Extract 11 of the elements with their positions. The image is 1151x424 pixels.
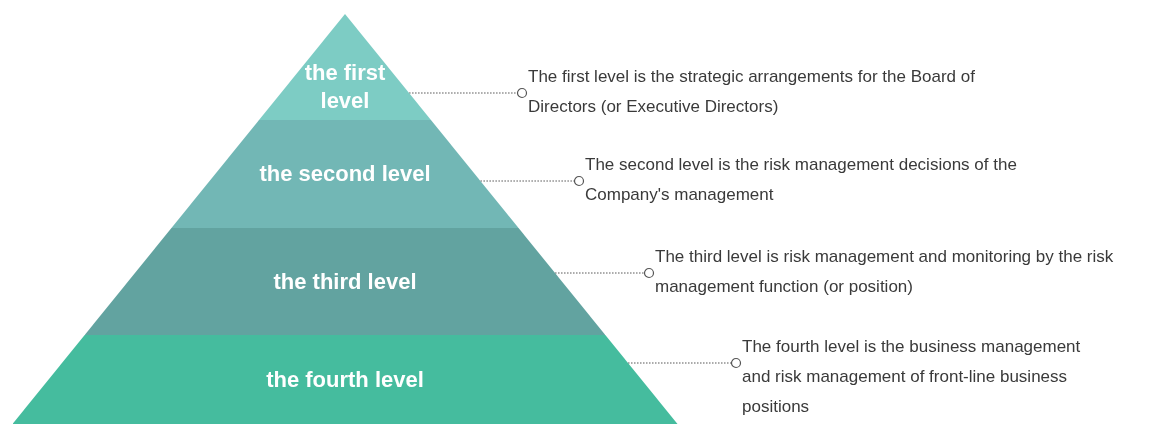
leader-line: [554, 267, 655, 279]
description-text: The third level is risk management and monitoring by the risk management function (or position): [655, 242, 1135, 302]
description-text: The first level is the strategic arrangements for the Board of Directors (or Executive Directors): [528, 62, 1008, 122]
tier-label: the first level: [303, 59, 387, 115]
tier-label: the second level: [259, 160, 431, 188]
leader-line: [408, 87, 528, 99]
description-text: The second level is the risk management decisions of the Company's management: [585, 150, 1065, 210]
description-text: The fourth level is the business management and risk management of front-line business positions: [742, 332, 1102, 422]
leader-line: [627, 357, 742, 369]
tier-label: the third level: [273, 267, 417, 296]
tier-label: the fourth level: [266, 365, 424, 394]
